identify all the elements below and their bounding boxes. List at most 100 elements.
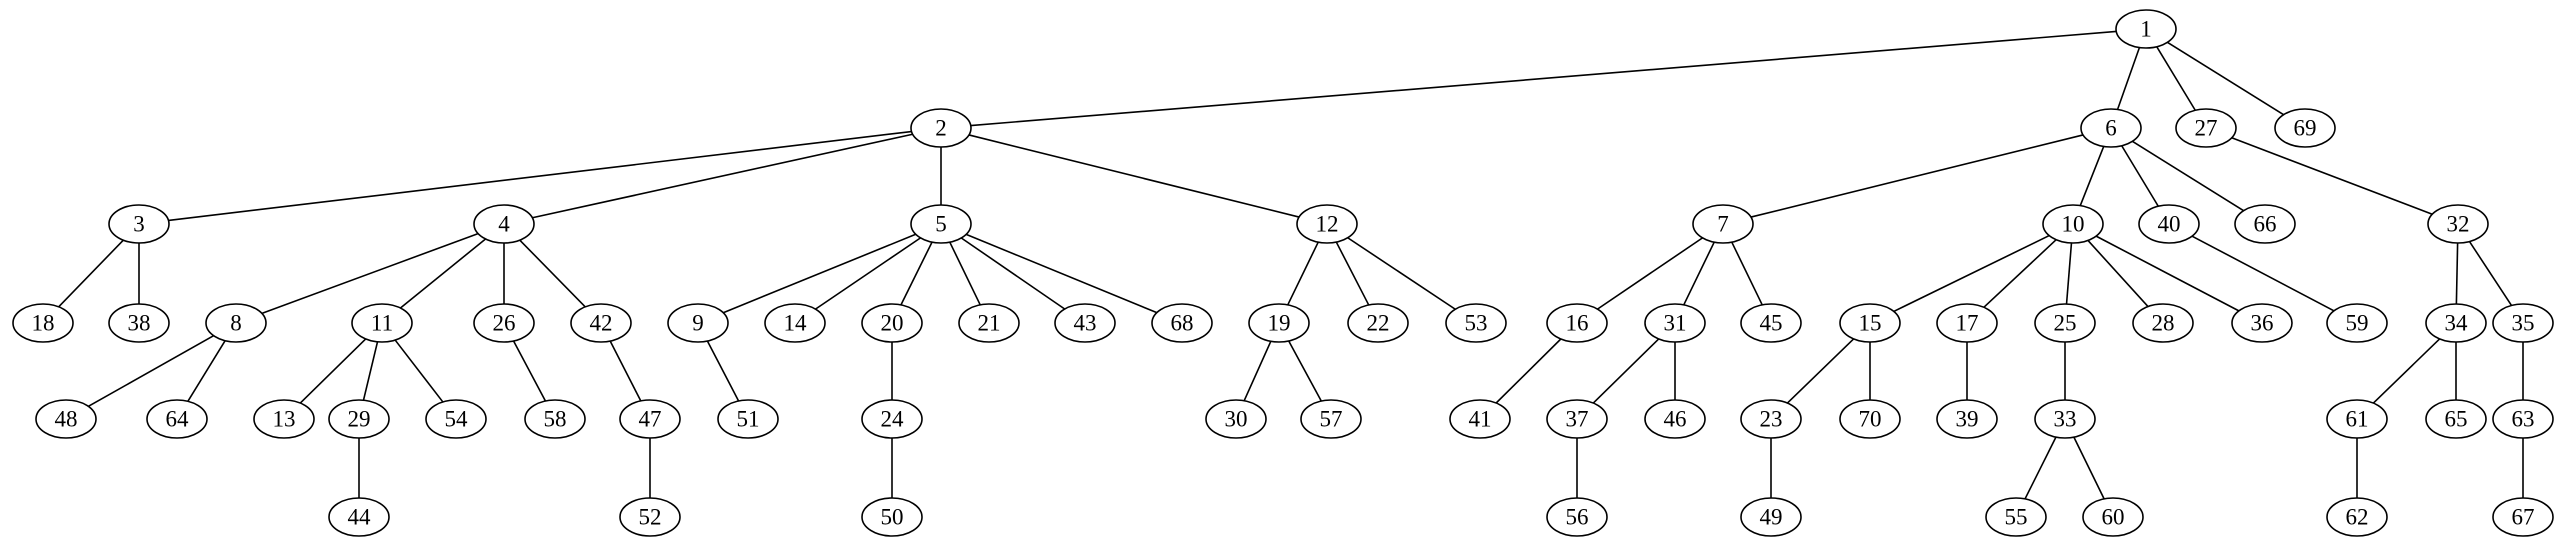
edge-34-61	[2372, 338, 2441, 404]
node-label: 38	[128, 311, 151, 336]
node-ellipse	[2034, 399, 2096, 439]
edge-26-58	[512, 340, 547, 402]
node-ellipse	[1054, 303, 1116, 343]
node-48: 48	[35, 399, 97, 439]
node-label: 25	[2054, 311, 2077, 336]
node-21: 21	[958, 303, 1020, 343]
node-ellipse	[861, 497, 923, 537]
node-label: 39	[1956, 407, 1979, 432]
node-label: 36	[2251, 311, 2274, 336]
edge-5-9	[722, 233, 917, 314]
node-15: 15	[1839, 303, 1901, 343]
node-10: 10	[2042, 204, 2104, 244]
node-label: 10	[2062, 212, 2085, 237]
node-ellipse	[1740, 399, 1802, 439]
node-label: 68	[1171, 311, 1194, 336]
edge-31-37	[1592, 338, 1660, 404]
node-45: 45	[1740, 303, 1802, 343]
edge-4-8	[261, 232, 479, 315]
node-label: 54	[445, 407, 469, 432]
node-label: 48	[55, 407, 78, 432]
node-23: 23	[1740, 399, 1802, 439]
node-ellipse	[2175, 108, 2237, 148]
node-ellipse	[2425, 303, 2487, 343]
node-22: 22	[1347, 303, 1409, 343]
node-label: 2	[935, 116, 947, 141]
node-14: 14	[764, 303, 826, 343]
node-6: 6	[2080, 108, 2142, 148]
node-label: 6	[2105, 116, 2117, 141]
node-38: 38	[108, 303, 170, 343]
node-label: 9	[692, 311, 704, 336]
node-ellipse	[2492, 497, 2554, 537]
node-60: 60	[2082, 497, 2144, 537]
node-label: 24	[881, 407, 905, 432]
node-label: 56	[1566, 505, 1589, 530]
node-label: 1	[2140, 17, 2152, 42]
edge-10-36	[2095, 235, 2240, 312]
node-ellipse	[1449, 399, 1511, 439]
node-label: 67	[2512, 505, 2535, 530]
node-ellipse	[861, 399, 923, 439]
edge-19-30	[1243, 340, 1272, 402]
node-label: 19	[1268, 311, 1291, 336]
node-ellipse	[619, 497, 681, 537]
node-2: 2	[910, 108, 972, 148]
node-label: 26	[493, 311, 516, 336]
node-56: 56	[1546, 497, 1608, 537]
node-ellipse	[1546, 303, 1608, 343]
node-57: 57	[1300, 399, 1362, 439]
edge-5-21	[949, 241, 981, 306]
node-ellipse	[35, 399, 97, 439]
node-44: 44	[328, 497, 390, 537]
node-70: 70	[1839, 399, 1901, 439]
edge-7-45	[1731, 241, 1763, 306]
node-ellipse	[2138, 204, 2200, 244]
node-label: 7	[1717, 212, 1729, 237]
node-label: 34	[2445, 311, 2469, 336]
node-61: 61	[2326, 399, 2388, 439]
edge-19-57	[1288, 340, 1322, 402]
edge-layer	[58, 30, 2524, 500]
node-30: 30	[1205, 399, 1267, 439]
edge-5-14	[815, 237, 921, 310]
node-43: 43	[1054, 303, 1116, 343]
node-ellipse	[2132, 303, 2194, 343]
node-ellipse	[2326, 399, 2388, 439]
node-ellipse	[1839, 303, 1901, 343]
node-label: 27	[2195, 116, 2218, 141]
node-label: 23	[1760, 407, 1783, 432]
node-25: 25	[2034, 303, 2096, 343]
edge-42-47	[609, 340, 642, 402]
node-59: 59	[2326, 303, 2388, 343]
node-label: 69	[2294, 116, 2317, 141]
node-label: 58	[544, 407, 567, 432]
node-label: 13	[273, 407, 296, 432]
node-label: 29	[348, 407, 371, 432]
node-ellipse	[910, 204, 972, 244]
node-9: 9	[667, 303, 729, 343]
node-label: 15	[1859, 311, 1882, 336]
node-label: 3	[133, 212, 145, 237]
node-ellipse	[473, 303, 535, 343]
node-label: 50	[881, 505, 904, 530]
node-3: 3	[108, 204, 170, 244]
edge-40-59	[2191, 235, 2335, 312]
node-1: 1	[2115, 9, 2177, 49]
node-ellipse	[1205, 399, 1267, 439]
node-label: 20	[881, 311, 904, 336]
node-ellipse	[2231, 303, 2293, 343]
node-ellipse	[146, 399, 208, 439]
node-27: 27	[2175, 108, 2237, 148]
edge-7-16	[1597, 237, 1703, 310]
node-ellipse	[328, 399, 390, 439]
node-ellipse	[2427, 204, 2489, 244]
node-ellipse	[524, 399, 586, 439]
node-ellipse	[764, 303, 826, 343]
edge-5-43	[960, 237, 1066, 310]
node-label: 45	[1760, 311, 1783, 336]
node-12: 12	[1296, 204, 1358, 244]
edge-1-6	[2116, 47, 2141, 110]
